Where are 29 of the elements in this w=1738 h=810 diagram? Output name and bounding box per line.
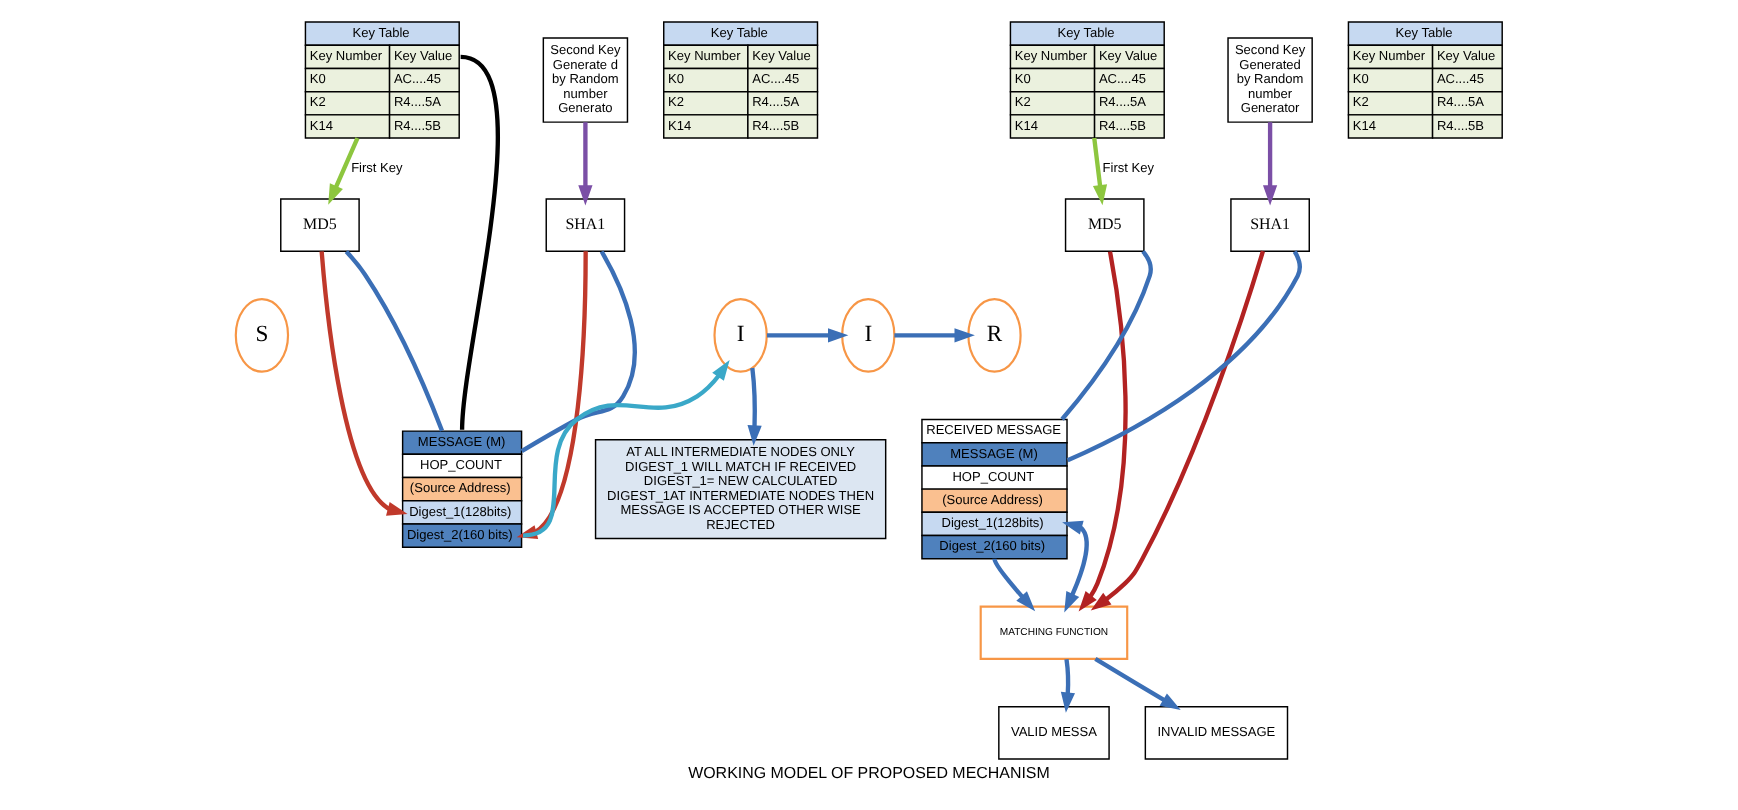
node-ellipse: S bbox=[234, 298, 290, 373]
arrow bbox=[992, 558, 1036, 612]
arrow bbox=[1062, 520, 1089, 613]
connector bbox=[344, 250, 445, 432]
caption: WORKING MODEL OF PROPOSED MECHANISM bbox=[688, 763, 1050, 782]
arrow bbox=[1060, 658, 1075, 713]
arrow bbox=[1262, 122, 1278, 206]
arrow bbox=[1078, 251, 1128, 612]
node-ellipse: I bbox=[841, 298, 896, 373]
connector bbox=[1060, 250, 1153, 421]
arrow bbox=[747, 367, 762, 446]
arrow bbox=[1092, 137, 1108, 206]
node-box: SHA1 bbox=[545, 198, 626, 252]
arrow bbox=[894, 328, 975, 343]
arrow bbox=[522, 360, 730, 538]
connector bbox=[520, 250, 637, 453]
arrow bbox=[578, 122, 593, 206]
node-box: SHA1 bbox=[1230, 198, 1310, 252]
arrow bbox=[319, 251, 408, 516]
arrow bbox=[1090, 250, 1265, 611]
arrow bbox=[767, 328, 849, 343]
connector bbox=[1066, 250, 1302, 463]
connector bbox=[459, 54, 500, 430]
arrow bbox=[328, 137, 360, 205]
node-box: MD5 bbox=[280, 198, 360, 252]
node-box: MD5 bbox=[1064, 198, 1145, 252]
arrow bbox=[1094, 657, 1181, 711]
node-ellipse: R bbox=[967, 298, 1022, 373]
node-ellipse: I bbox=[713, 298, 768, 373]
